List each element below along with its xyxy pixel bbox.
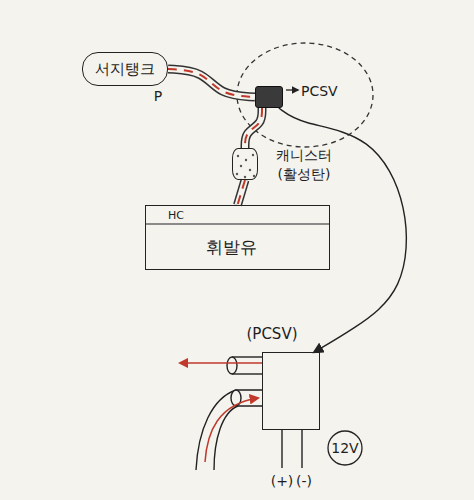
pointer-arrow bbox=[286, 89, 298, 90]
terminal-pins bbox=[282, 430, 302, 468]
fuel-level-line bbox=[146, 223, 329, 224]
terminal-label: (+) bbox=[268, 473, 296, 489]
node-text: PCSV bbox=[301, 83, 351, 100]
hose-wall bbox=[168, 69, 255, 97]
terminal-label: (-) bbox=[290, 473, 318, 489]
surge-tank: 서지탱크 bbox=[82, 52, 168, 86]
vapor-flow bbox=[238, 180, 246, 205]
hose-wall bbox=[245, 108, 262, 148]
hose-connector bbox=[168, 69, 255, 97]
pcsv-valve: PCSV bbox=[255, 86, 283, 108]
node-text: 캐니스터 (활성탄) bbox=[269, 146, 339, 184]
activated-carbon bbox=[236, 154, 255, 178]
vapor-flow bbox=[245, 108, 262, 148]
pressure-mark: P bbox=[148, 88, 168, 104]
node-text: 휘발유 bbox=[146, 237, 316, 257]
hose-wall bbox=[238, 180, 246, 205]
pcsv-body: (PCSV) bbox=[262, 352, 320, 430]
voltage-label: 12V bbox=[325, 440, 365, 456]
canister: 캐니스터 (활성탄) bbox=[232, 148, 258, 180]
callout-arrow bbox=[279, 108, 407, 352]
arrow-line bbox=[279, 108, 407, 352]
fuel-tank: HC 휘발유 bbox=[145, 205, 330, 270]
hose-bore bbox=[168, 69, 255, 97]
flow-arrow bbox=[205, 398, 258, 462]
vapor-flow bbox=[168, 69, 255, 97]
hose-connector bbox=[238, 180, 246, 205]
node-text: (PCSV) bbox=[237, 325, 307, 343]
hose-bore bbox=[238, 180, 246, 205]
upper-port bbox=[227, 357, 263, 374]
dashed-callout bbox=[237, 43, 373, 147]
hose-connector bbox=[245, 108, 262, 148]
hose-bore bbox=[245, 108, 262, 148]
lower-port bbox=[196, 390, 263, 470]
flow-arrow bbox=[180, 362, 262, 364]
node-text: HC bbox=[168, 209, 198, 222]
node-text: 서지탱크 bbox=[95, 60, 155, 78]
